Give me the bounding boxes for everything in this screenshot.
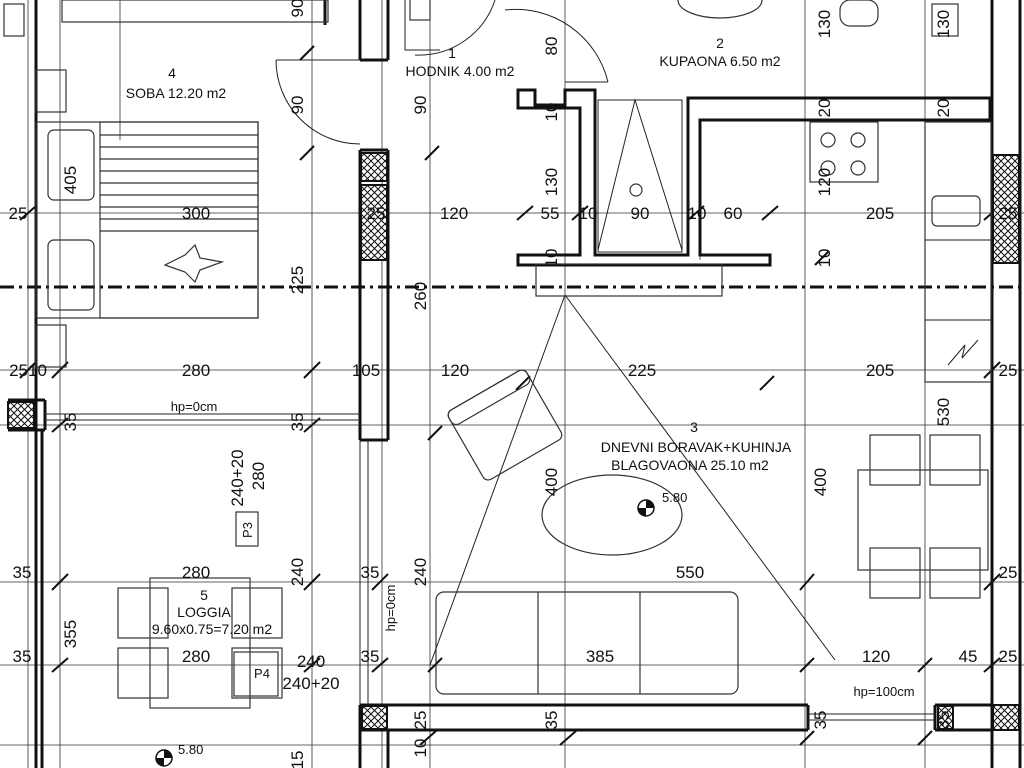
dim-label: 105 [352, 361, 380, 380]
dim-label: 405 [61, 166, 80, 194]
vertical-dimension-labels: 90 90 90 80 130 130 20 20 10 130 120 10 … [61, 0, 953, 768]
dim-label: 385 [586, 647, 614, 666]
dim-label: 240 [288, 558, 307, 586]
dim-label: 10 [688, 204, 707, 223]
dim-label: 25 [411, 711, 430, 730]
dim-label: 10 [542, 249, 561, 268]
room-1-number: 1 [448, 45, 456, 61]
dimension-labels: 25 300 25 120 55 10 90 10 60 205 25 2510… [9, 204, 1018, 693]
dim-label: 225 [288, 266, 307, 294]
dim-label: 90 [288, 0, 307, 17]
living-furniture [429, 263, 989, 695]
dim-label: 120 [815, 168, 834, 196]
dim-label: 240+20 [282, 674, 339, 693]
dim-label: 35 [288, 413, 307, 432]
dim-label: 35 [13, 647, 32, 666]
dim-label: 130 [815, 10, 834, 38]
dim-label: 10 [579, 204, 598, 223]
dim-label: 90 [631, 204, 650, 223]
structural-columns [7, 152, 1020, 731]
door-label-p4: P4 [254, 666, 270, 681]
dim-label: 20 [934, 99, 953, 118]
dim-label: 25 [367, 204, 386, 223]
dim-label: 530 [934, 398, 953, 426]
door-label-p3: P3 [240, 522, 255, 538]
dim-label: 120 [440, 204, 468, 223]
dim-label: 25 [999, 361, 1018, 380]
loggia-furniture [117, 440, 369, 709]
dim-label: 280 [182, 361, 210, 380]
dim-label: 10 [542, 103, 561, 122]
level-living: 5.80 [662, 490, 687, 505]
dim-label: 240 [411, 558, 430, 586]
room-5-name-line1: LOGGIA [177, 604, 231, 620]
dim-label: 130 [542, 168, 561, 196]
dim-label: 260 [411, 282, 430, 310]
dim-label: 130 [934, 10, 953, 38]
dim-label: 240+20 [228, 449, 247, 506]
dim-label: 55 [541, 204, 560, 223]
annotations: 5.80 5.80 hp=0cm hp=0cm hp=100cm P3 P4 [171, 399, 915, 757]
dim-label: 10 [411, 739, 430, 758]
dim-label: 400 [811, 468, 830, 496]
sill-height-c: hp=100cm [853, 684, 914, 699]
room-4-number: 4 [168, 65, 176, 81]
level-loggia: 5.80 [178, 742, 203, 757]
dim-label: 25 [999, 563, 1018, 582]
dim-label: 225 [628, 361, 656, 380]
dim-label: 205 [866, 204, 894, 223]
dim-label: 280 [249, 462, 268, 490]
dim-label: 400 [542, 468, 561, 496]
sill-height-b: hp=0cm [383, 585, 398, 632]
sill-height-a: hp=0cm [171, 399, 218, 414]
room-3-name-line1: DNEVNI BORAVAK+KUHINJA [601, 439, 792, 455]
window-lines [45, 413, 935, 721]
room-5-name-line2: 9.60x0.75=7.20 m2 [152, 621, 272, 637]
dim-label: 205 [866, 361, 894, 380]
dim-label: 35 [934, 711, 953, 730]
dimension-ticks [19, 45, 1001, 746]
dim-label: 15 [288, 751, 307, 768]
dim-label: 355 [61, 620, 80, 648]
room-3-name-line2: BLAGOVAONA 25.10 m2 [611, 457, 769, 473]
dim-label: 300 [182, 204, 210, 223]
room-2-number: 2 [716, 35, 724, 51]
dim-label: 60 [724, 204, 743, 223]
dim-label: 35 [13, 563, 32, 582]
door-swings [275, 0, 609, 145]
bathroom-fixtures [3, 0, 959, 253]
dim-label: 20 [815, 99, 834, 118]
dim-label: 90 [288, 96, 307, 115]
dim-label: 25 [999, 647, 1018, 666]
dim-label: 90 [411, 96, 430, 115]
dim-label: 35 [542, 711, 561, 730]
dim-label: 280 [182, 563, 210, 582]
kitchen-counter [809, 121, 992, 383]
bed [35, 69, 259, 368]
dim-label: 280 [182, 647, 210, 666]
dim-label: 2510 [9, 361, 47, 380]
room-2-name: KUPAONA 6.50 m2 [659, 53, 780, 69]
dim-label: 35 [61, 413, 80, 432]
dim-label: 80 [542, 37, 561, 56]
room-5-number: 5 [200, 587, 208, 603]
room-4-name: SOBA 12.20 m2 [126, 85, 227, 101]
dim-label: 120 [862, 647, 890, 666]
room-1-name: HODNIK 4.00 m2 [406, 63, 515, 79]
room-3-number: 3 [690, 419, 698, 435]
room-labels: 1 HODNIK 4.00 m2 2 KUPAONA 6.50 m2 3 DNE… [126, 35, 792, 637]
level-markers [155, 499, 655, 767]
dim-label: 240 [297, 652, 325, 671]
dim-label: 25 [999, 204, 1018, 223]
dim-label: 10 [815, 249, 834, 268]
dim-label: 35 [811, 711, 830, 730]
dim-label: 45 [959, 647, 978, 666]
dim-label: 35 [361, 647, 380, 666]
dim-label: 35 [361, 563, 380, 582]
dim-label: 120 [441, 361, 469, 380]
dim-label: 25 [9, 204, 28, 223]
dim-label: 550 [676, 563, 704, 582]
